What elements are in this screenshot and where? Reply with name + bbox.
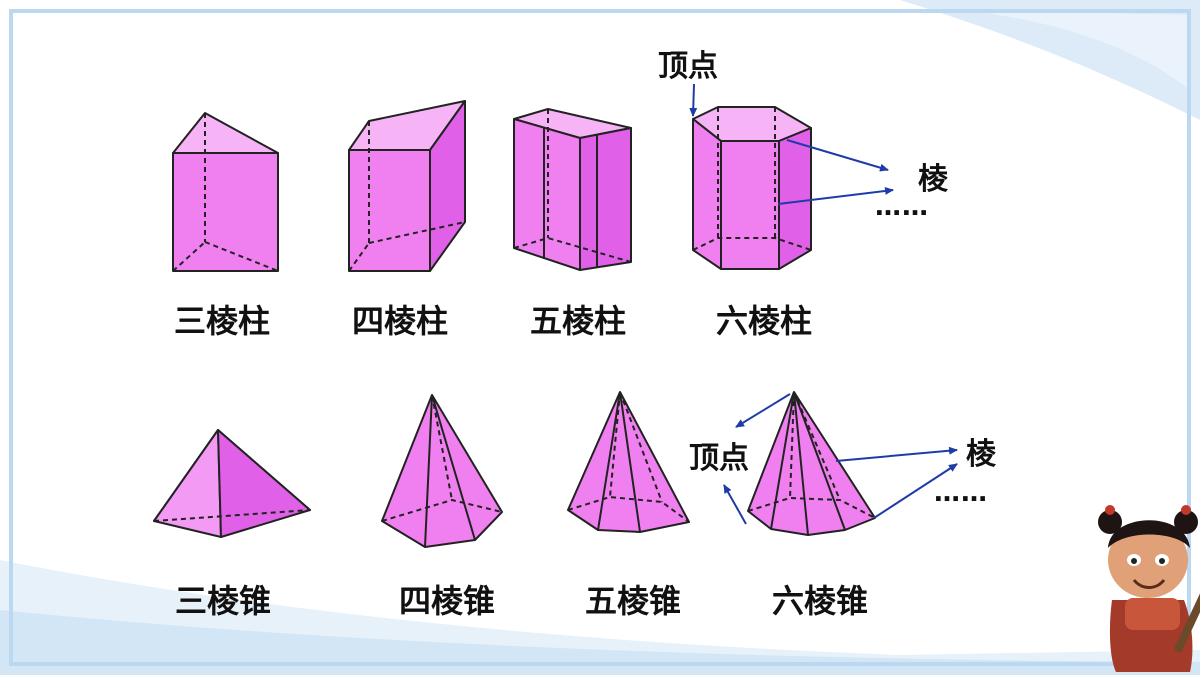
prism-annotation-arrows	[689, 83, 894, 205]
pyramid-vertex-arrow-2	[723, 484, 747, 525]
pyramid-vertex-label: 顶点	[689, 441, 749, 476]
quadrangular-prism-figure	[348, 100, 466, 272]
prism-edge-label: 棱	[918, 162, 948, 197]
slide-border	[9, 9, 1191, 666]
label-triangular-prism: 三棱柱	[174, 302, 271, 340]
label-hexagonal-prism: 六棱柱	[716, 302, 813, 340]
pyramid-edge-arrow-1	[835, 446, 958, 462]
label-quadrangular-pyramid: 四棱锥	[399, 582, 496, 620]
prism-edge-arrow-2	[777, 186, 894, 205]
triangular-prism-figure	[172, 112, 279, 272]
prism-vertex-label: 顶点	[658, 49, 718, 84]
triangular-pyramid-figure	[153, 429, 311, 538]
quadrangular-pyramid-figure	[381, 394, 503, 548]
pentagonal-pyramid-figure	[567, 391, 690, 533]
pyramid-vertex-arrow-1	[735, 393, 791, 428]
pyramid-ellipsis: ……	[934, 478, 988, 508]
label-quadrangular-prism: 四棱柱	[352, 302, 449, 340]
prism-edge-arrow-1	[786, 139, 889, 172]
cartoon-character-mascot	[1098, 505, 1200, 672]
pyramid-annotation-arrows	[723, 393, 958, 525]
prism-vertex-arrow	[689, 83, 698, 117]
pyramid-edge-label: 棱	[966, 437, 996, 472]
label-pentagonal-prism: 五棱柱	[530, 302, 627, 340]
label-triangular-pyramid: 三棱锥	[175, 582, 272, 620]
prism-ellipsis: ……	[875, 192, 929, 222]
label-hexagonal-pyramid: 六棱锥	[772, 582, 869, 620]
pyramid-edge-arrow-2	[873, 463, 958, 519]
label-pentagonal-pyramid: 五棱锥	[585, 582, 682, 620]
hexagonal-prism-figure	[692, 106, 812, 270]
pentagonal-prism-figure	[513, 108, 632, 271]
